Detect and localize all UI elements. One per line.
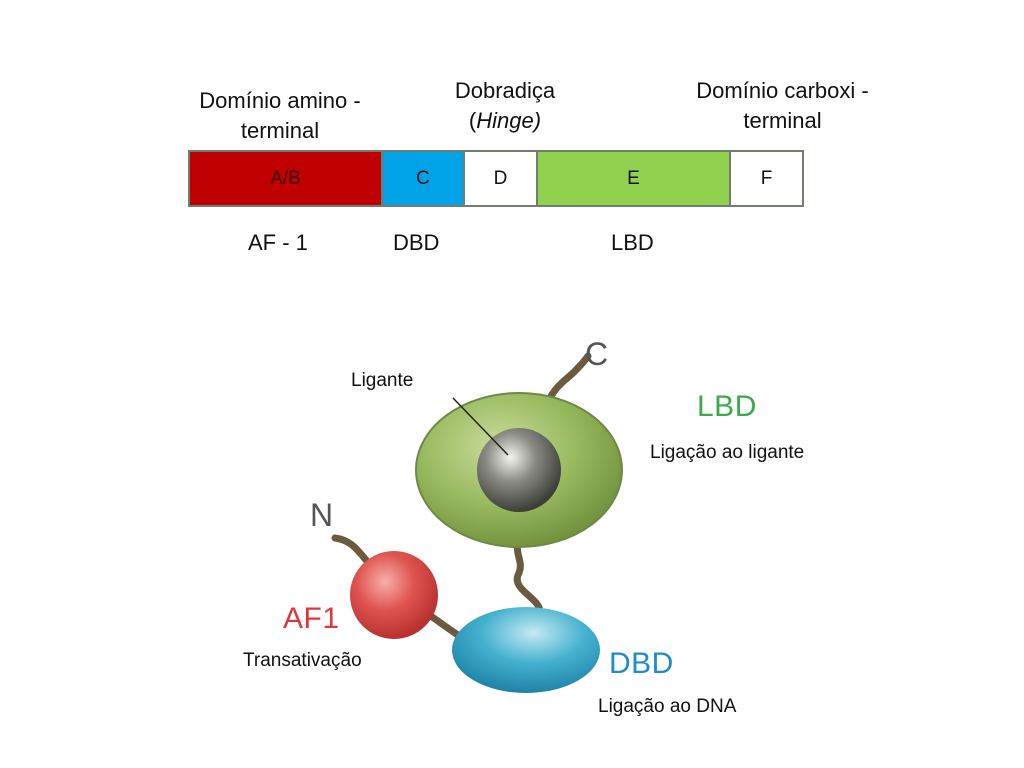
segment-c: C: [383, 152, 465, 205]
carboxi-terminal-text: Domínio carboxi - terminal: [696, 78, 869, 133]
domain-bar: A/B C D E F: [188, 150, 804, 207]
hinge-italic-text: Hinge): [476, 108, 542, 133]
ligand-sphere: [477, 428, 561, 512]
dbd-title: DBD: [609, 647, 674, 680]
lbd-title: LBD: [697, 390, 757, 423]
c-terminal-label: C: [585, 336, 609, 372]
dbd-domain-shape: [452, 607, 600, 693]
ligand-pointer-line: [452, 397, 509, 456]
hinge-line2: (Hinge): [415, 106, 595, 136]
hinge-open-paren: (: [468, 108, 477, 133]
region-lbd-label: LBD: [611, 230, 654, 255]
amino-terminal-header: Domínio amino - terminal: [170, 86, 390, 146]
segment-ab: A/B: [190, 152, 383, 205]
segment-e: E: [538, 152, 731, 205]
n-terminal-linker: [331, 534, 370, 564]
hinge-header: Dobradiça (Hinge): [415, 76, 595, 136]
dbd-description: Ligação ao DNA: [598, 696, 737, 717]
region-dbd-label: DBD: [393, 230, 440, 255]
segment-d: D: [465, 152, 538, 205]
af1-domain-shape: [350, 551, 438, 639]
c-terminal-linker: [544, 352, 592, 406]
ligand-label: Ligante: [351, 370, 414, 391]
n-terminal-label: N: [310, 497, 334, 533]
af1-description: Transativação: [243, 650, 362, 671]
amino-terminal-text: Domínio amino - terminal: [199, 88, 361, 143]
af1-title: AF1: [283, 602, 340, 635]
region-af1-label: AF - 1: [248, 230, 308, 255]
segment-f: F: [731, 152, 802, 205]
carboxi-terminal-header: Domínio carboxi - terminal: [670, 76, 895, 136]
hinge-line1: Dobradiça: [454, 78, 556, 103]
lbd-description: Ligação ao ligante: [650, 442, 805, 463]
